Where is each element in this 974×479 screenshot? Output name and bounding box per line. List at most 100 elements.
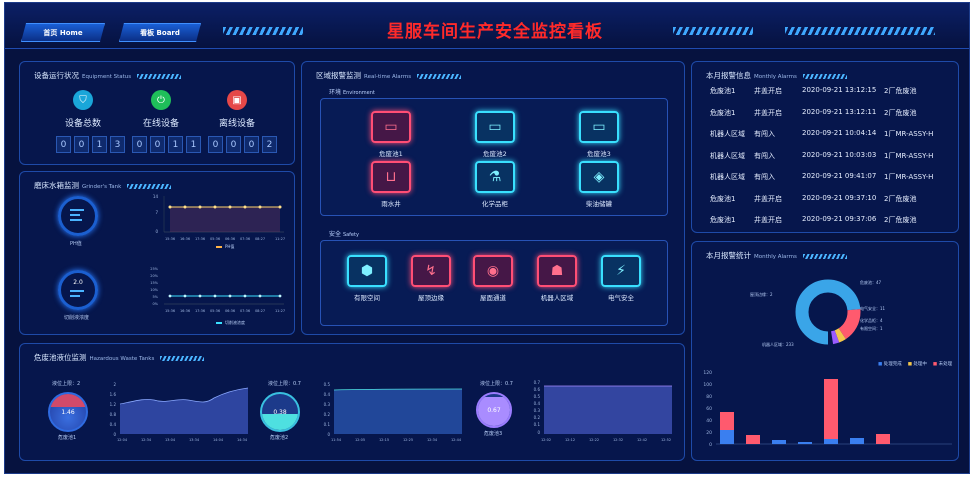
donut-label: 电气安全：11 (860, 305, 886, 311)
tank-3-gauge: 0.67 (476, 392, 512, 428)
legend-ph: PH值 (225, 243, 234, 249)
basin-icon: ⊔ (371, 161, 411, 193)
svg-text:12:12: 12:12 (565, 438, 575, 442)
svg-text:11:27: 11:27 (275, 309, 285, 313)
robot-icon: ☗ (537, 255, 577, 287)
svg-text:0.8: 0.8 (110, 412, 117, 417)
svg-text:0: 0 (113, 432, 116, 437)
flask-icon: ⚗ (475, 161, 515, 193)
tile-hazard-tank-3[interactable]: ▭危废池3 (569, 111, 629, 158)
tile-electrical-safety[interactable]: ⚡电气安全 (591, 255, 651, 302)
svg-text:0.7: 0.7 (534, 380, 541, 385)
svg-text:16:36: 16:36 (180, 237, 190, 241)
tile-chemical-cabinet[interactable]: ⚗化学品柜 (465, 161, 525, 208)
svg-text:0.5: 0.5 (534, 394, 541, 399)
svg-text:05:36: 05:36 (210, 237, 220, 241)
nav-board-button[interactable]: 看板 Board (119, 23, 201, 42)
svg-text:11:27: 11:27 (275, 237, 285, 241)
svg-text:25%: 25% (150, 267, 158, 271)
svg-text:80: 80 (706, 394, 712, 400)
svg-text:0.4: 0.4 (534, 401, 541, 406)
svg-text:12:34: 12:34 (427, 438, 438, 442)
alarm-time: 2020-09-21 09:37:10 (802, 193, 877, 202)
svg-text:1.6: 1.6 (110, 392, 117, 397)
alarm-place: 2厂危废池 (884, 87, 917, 95)
svg-text:120: 120 (703, 370, 712, 376)
device-icon: ▣ (227, 90, 247, 110)
tile-hazard-tank-1[interactable]: ▭危废池1 (361, 111, 421, 158)
svg-text:0%: 0% (152, 302, 158, 306)
svg-text:0.4: 0.4 (110, 422, 117, 427)
svg-text:13:04: 13:04 (165, 438, 176, 442)
svg-text:15:36: 15:36 (165, 309, 175, 313)
tank-2-label: 危废池2 (270, 435, 289, 441)
svg-text:14:34: 14:34 (237, 438, 248, 442)
power-icon: ⏻ (151, 90, 171, 110)
tank-2-gauge: 0.38 (260, 392, 300, 432)
tile-roof-passage[interactable]: ◉屋面通道 (463, 255, 523, 302)
cube-icon: ⬢ (347, 255, 387, 287)
tile-confined-space[interactable]: ⬢有限空间 (337, 255, 397, 302)
tile-roof-edge[interactable]: ↯屋顶边缘 (401, 255, 461, 302)
svg-text:17:36: 17:36 (195, 309, 205, 313)
tile-robot-zone[interactable]: ☗机器人区域 (527, 255, 587, 302)
svg-text:0.5: 0.5 (324, 382, 331, 387)
alarm-time: 2020-09-21 09:37:06 (802, 215, 877, 223)
svg-text:0: 0 (327, 432, 330, 437)
alarm-area: 机器人区域 (710, 130, 745, 138)
nav-home-button[interactable]: 首页 Home (21, 23, 105, 42)
tick-label: 14 (153, 194, 159, 199)
tile-diesel-tank[interactable]: ◈柴油储罐 (569, 161, 629, 208)
svg-text:08:27: 08:27 (255, 237, 265, 241)
edge-icon: ↯ (411, 255, 451, 287)
svg-text:12:34: 12:34 (141, 438, 152, 442)
donut-label: 有限空间：1 (860, 325, 883, 331)
svg-text:12:25: 12:25 (403, 438, 413, 442)
svg-text:0.2: 0.2 (324, 412, 331, 417)
alarm-time: 2020-09-21 13:12:15 (802, 86, 877, 94)
svg-text:60: 60 (706, 406, 712, 412)
alarm-area: 危废池1 (710, 108, 736, 117)
environment-section: 环境 Environment ▭危废池1 ▭危废池2 ▭危废池3 ⊔雨水井 ⚗化… (320, 89, 668, 216)
tile-rain-well[interactable]: ⊔雨水井 (361, 161, 421, 208)
svg-text:100: 100 (703, 382, 712, 388)
tile-hazard-tank-2[interactable]: ▭危废池2 (465, 111, 525, 158)
svg-text:0.2: 0.2 (534, 415, 541, 420)
svg-text:2: 2 (113, 382, 116, 387)
alarm-event: 有闯入 (754, 173, 775, 181)
donut-label: 机器人区域：233 (762, 341, 794, 347)
svg-text:0: 0 (537, 430, 540, 435)
alarm-event: 井盖开启 (754, 108, 782, 117)
svg-text:0.1: 0.1 (324, 422, 331, 427)
alarm-donut-chart: 危废池：47 屋顶边缘：2 电气安全：11 化学品柜：4 有限空间：1 机器人区… (750, 279, 886, 347)
svg-text:07:36: 07:36 (240, 309, 250, 313)
svg-text:5%: 5% (152, 295, 158, 299)
tank-2-limit: 液位上限：0.7 (268, 381, 301, 387)
tank-icon: ▭ (475, 111, 515, 143)
svg-text:0.1: 0.1 (534, 422, 541, 427)
donut-label: 化学品柜：4 (860, 317, 883, 323)
header-decoration (673, 27, 753, 35)
shield-icon: ⛉ (73, 90, 93, 110)
svg-text:12:32: 12:32 (613, 438, 623, 442)
svg-text:10%: 10% (150, 288, 158, 292)
alarm-time: 2020-09-21 10:04:14 (802, 129, 877, 137)
safety-label: 安全 Safety (329, 231, 359, 238)
stat-offline: ▣ 离线设备 (192, 90, 282, 129)
svg-text:0.6: 0.6 (534, 387, 541, 392)
alarm-place: 2厂危废池 (884, 194, 917, 203)
